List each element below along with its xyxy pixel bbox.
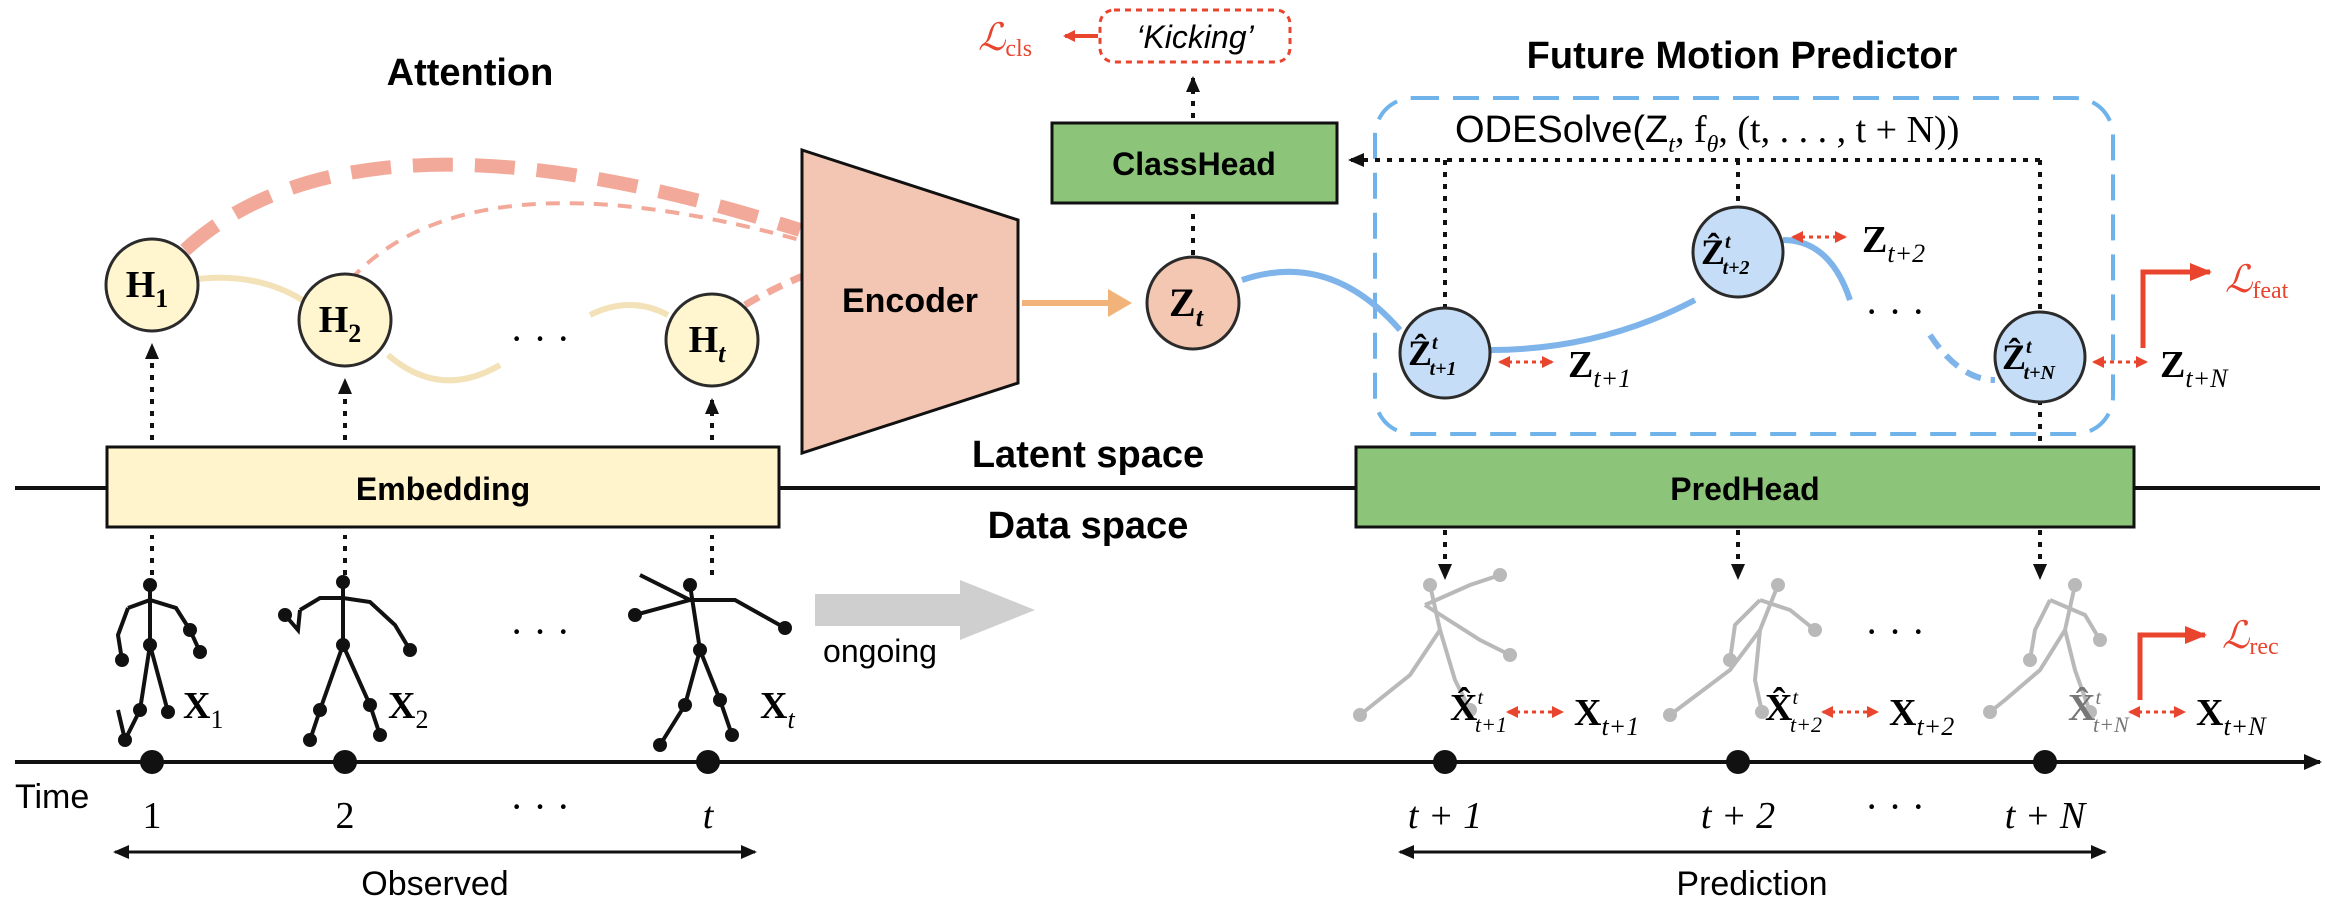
latent-zt: Zt (1145, 255, 1241, 351)
output-target-1: Xt+1 (1574, 692, 1639, 741)
future-motion-predictor-box (1373, 96, 2115, 436)
rec-loss-arrow (2137, 626, 2207, 700)
time-label: Time (15, 778, 89, 816)
future-motion-predictor-title: Future Motion Predictor (1527, 35, 1958, 77)
latent-ellipsis: · · · (1865, 289, 1925, 334)
svg-text:ClassHead: ClassHead (1112, 146, 1276, 182)
feat-loss-arrow (2140, 263, 2212, 348)
time-axis-ellipsis-prediction: · · · (1865, 784, 1925, 829)
skeleton-observed-t (628, 573, 792, 752)
observed-label: Observed (361, 865, 508, 903)
observed-ellipsis: · · · (510, 609, 570, 654)
skeleton-future-1 (1353, 568, 1517, 722)
svg-text:Ẑtt+2: Ẑtt+2 (1701, 231, 1750, 279)
latent-target-2: Zt+2 (1862, 219, 1925, 268)
svg-text:Ẑtt+N: Ẑtt+N (2002, 336, 2057, 384)
svg-text:PredHead: PredHead (1670, 471, 1819, 507)
classhead-block: ClassHead (1050, 121, 1339, 205)
data-space-label: Data space (988, 505, 1189, 547)
feat-loss: ℒfeat (2225, 259, 2289, 304)
predicted-class-label: ‘Kicking’ (1098, 8, 1292, 64)
skeleton-observed-2 (278, 575, 417, 747)
attention-arc-recent (743, 271, 807, 309)
predhead-to-output-arrows (1438, 530, 2047, 580)
ongoing-arrow (815, 580, 1035, 640)
output-target-2: Xt+2 (1889, 692, 1954, 741)
time-axis-ellipsis-observed: · · · (510, 784, 570, 829)
time-tick-2 (333, 750, 357, 774)
encoder-block: Encoder (800, 147, 1020, 456)
prediction-to-classhead-lines (1348, 153, 2042, 445)
svg-text:H1: H1 (126, 264, 169, 313)
input-x2: X2 (388, 685, 428, 734)
ode-solve-label: ODESolve(Zt, fθ, (t, . . . , t + N)) (1455, 109, 1959, 158)
skeleton-future-2 (1663, 578, 1822, 722)
hidden-state-h2: H2 (297, 272, 393, 368)
hidden-state-links (189, 274, 670, 384)
latent-space-label: Latent space (972, 434, 1204, 476)
attention-label: Attention (387, 52, 554, 94)
prediction-label: Prediction (1676, 865, 1827, 903)
embedding-block: Embedding (105, 445, 781, 529)
ongoing-label: ongoing (823, 633, 937, 669)
latent-target-1: Zt+1 (1568, 344, 1631, 393)
time-tick-label-tn: t + N (2005, 795, 2088, 837)
time-tick-1 (140, 750, 164, 774)
time-tick-label-t2: t + 2 (1701, 795, 1775, 837)
hidden-state-h1: H1 (104, 237, 200, 333)
encoder-arrowhead (1108, 289, 1132, 317)
time-tick-label-1: 1 (143, 795, 162, 837)
svg-text:H2: H2 (319, 299, 362, 348)
attention-arc-strong (180, 157, 803, 256)
skeleton-to-embedding-arrows (150, 535, 714, 575)
svg-text:Ht: Ht (689, 319, 727, 368)
time-tick-t1 (1433, 750, 1457, 774)
embedding-to-hidden-arrows (145, 343, 719, 440)
input-xt: Xt (760, 685, 795, 734)
predhead-block: PredHead (1354, 445, 2136, 529)
svg-text:‘Kicking’: ‘Kicking’ (1136, 19, 1254, 55)
skeleton-observed-1 (115, 578, 207, 747)
attention-arc-weak (348, 201, 801, 282)
attention-arcs (180, 157, 807, 309)
svg-text:Zt: Zt (1169, 280, 1204, 332)
latent-target-n: Zt+N (2160, 344, 2229, 393)
cls-loss: ℒcls (978, 17, 1032, 62)
rec-loss: ℒrec (2222, 615, 2279, 660)
time-tick-label-t1: t + 1 (1408, 795, 1482, 837)
svg-text:Ẑtt+1: Ẑtt+1 (1408, 332, 1457, 380)
time-tick-t (696, 750, 720, 774)
time-tick-tn (2033, 750, 2057, 774)
time-tick-label-t: t (703, 795, 715, 837)
time-tick-label-2: 2 (336, 795, 355, 837)
output-target-n: Xt+N (2196, 692, 2267, 741)
time-ticks (140, 750, 2057, 774)
input-x1: X1 (183, 685, 223, 734)
hidden-ellipsis: · · · (510, 316, 570, 361)
time-tick-t2 (1726, 750, 1750, 774)
latent-comparisons (1498, 231, 2148, 368)
hidden-state-ht: Ht (664, 292, 760, 388)
svg-text:Embedding: Embedding (356, 471, 530, 507)
skeleton-future-n (1983, 578, 2107, 719)
prediction-ellipsis: · · · (1865, 609, 1925, 654)
svg-text:Encoder: Encoder (842, 282, 978, 320)
